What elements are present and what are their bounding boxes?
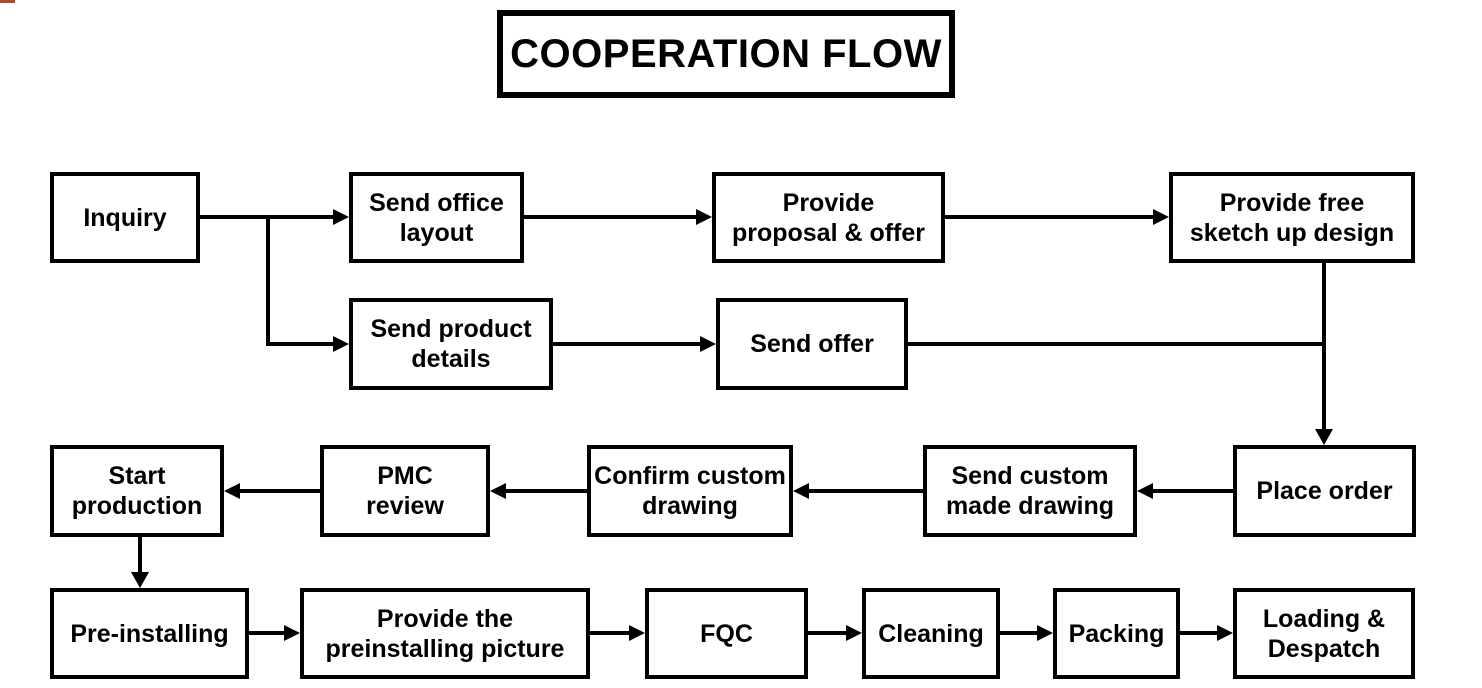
connector-pmc-to-start-production-line xyxy=(240,489,320,493)
node-inquiry: Inquiry xyxy=(50,172,200,263)
node-fqc: FQC xyxy=(645,588,808,679)
connector-cleaning-to-packing-line xyxy=(1000,631,1038,635)
arrowhead-to-confirm-custom-drawing-icon xyxy=(793,483,809,499)
connector-inquiry-branch-vertical-line xyxy=(266,215,270,346)
arrowhead-to-pre-installing-icon xyxy=(131,572,149,588)
node-pre-installing: Pre-installing xyxy=(50,588,249,679)
arrowhead-to-place-order-icon xyxy=(1315,429,1333,445)
accent-bar xyxy=(0,0,15,3)
node-send-custom-made-drawing: Send custom made drawing xyxy=(923,445,1137,537)
connector-inquiry-branch-horizontal-line xyxy=(266,342,334,346)
connector-picture-to-fqc-line xyxy=(590,631,630,635)
connector-pre-installing-to-picture-line xyxy=(249,631,285,635)
node-confirm-custom-drawing: Confirm custom drawing xyxy=(587,445,793,537)
node-provide-proposal-offer: Provide proposal & offer xyxy=(712,172,945,263)
connector-send-offer-to-place-order-line xyxy=(908,342,1326,346)
node-send-product-details: Send product details xyxy=(349,298,553,390)
node-provide-free-sketch-up-design: Provide free sketch up design xyxy=(1169,172,1415,263)
arrowhead-to-fqc-icon xyxy=(629,625,645,641)
connector-proposal-to-free-sketch-line xyxy=(945,215,1154,219)
node-packing: Packing xyxy=(1053,588,1180,679)
node-place-order: Place order xyxy=(1233,445,1416,537)
node-loading-despatch: Loading & Despatch xyxy=(1233,588,1415,679)
arrowhead-to-start-production-icon xyxy=(224,483,240,499)
arrowhead-to-send-offer-icon xyxy=(700,336,716,352)
connector-confirm-drawing-to-pmc-line xyxy=(506,489,587,493)
node-provide-preinstalling-picture: Provide the preinstalling picture xyxy=(300,588,590,679)
arrowhead-to-preinstalling-picture-icon xyxy=(284,625,300,641)
connector-start-production-to-pre-installing-line xyxy=(138,537,142,572)
connector-fqc-to-cleaning-line xyxy=(808,631,847,635)
connector-product-details-to-send-offer-line xyxy=(553,342,701,346)
connector-custom-to-confirm-drawing-line xyxy=(809,489,923,493)
arrowhead-to-provide-free-sketch-icon xyxy=(1153,209,1169,225)
arrowhead-to-pmc-review-icon xyxy=(490,483,506,499)
arrowhead-to-send-custom-made-drawing-icon xyxy=(1137,483,1153,499)
arrowhead-to-cleaning-icon xyxy=(846,625,862,641)
arrowhead-to-send-product-details-icon xyxy=(333,336,349,352)
node-send-offer: Send offer xyxy=(716,298,908,390)
arrowhead-to-packing-icon xyxy=(1037,625,1053,641)
arrowhead-to-provide-proposal-offer-icon xyxy=(696,209,712,225)
arrowhead-to-send-office-layout-icon xyxy=(333,209,349,225)
node-cleaning: Cleaning xyxy=(862,588,1000,679)
connector-free-sketch-to-place-order-line xyxy=(1322,263,1326,430)
node-start-production: Start production xyxy=(50,445,224,537)
connector-packing-to-loading-line xyxy=(1180,631,1218,635)
arrowhead-to-loading-despatch-icon xyxy=(1217,625,1233,641)
connector-send-office-layout-to-proposal-line xyxy=(524,215,697,219)
node-pmc-review: PMC review xyxy=(320,445,490,537)
connector-place-order-to-custom-drawing-line xyxy=(1153,489,1233,493)
diagram-title: COOPERATION FLOW xyxy=(497,10,955,98)
node-send-office-layout: Send office layout xyxy=(349,172,524,263)
